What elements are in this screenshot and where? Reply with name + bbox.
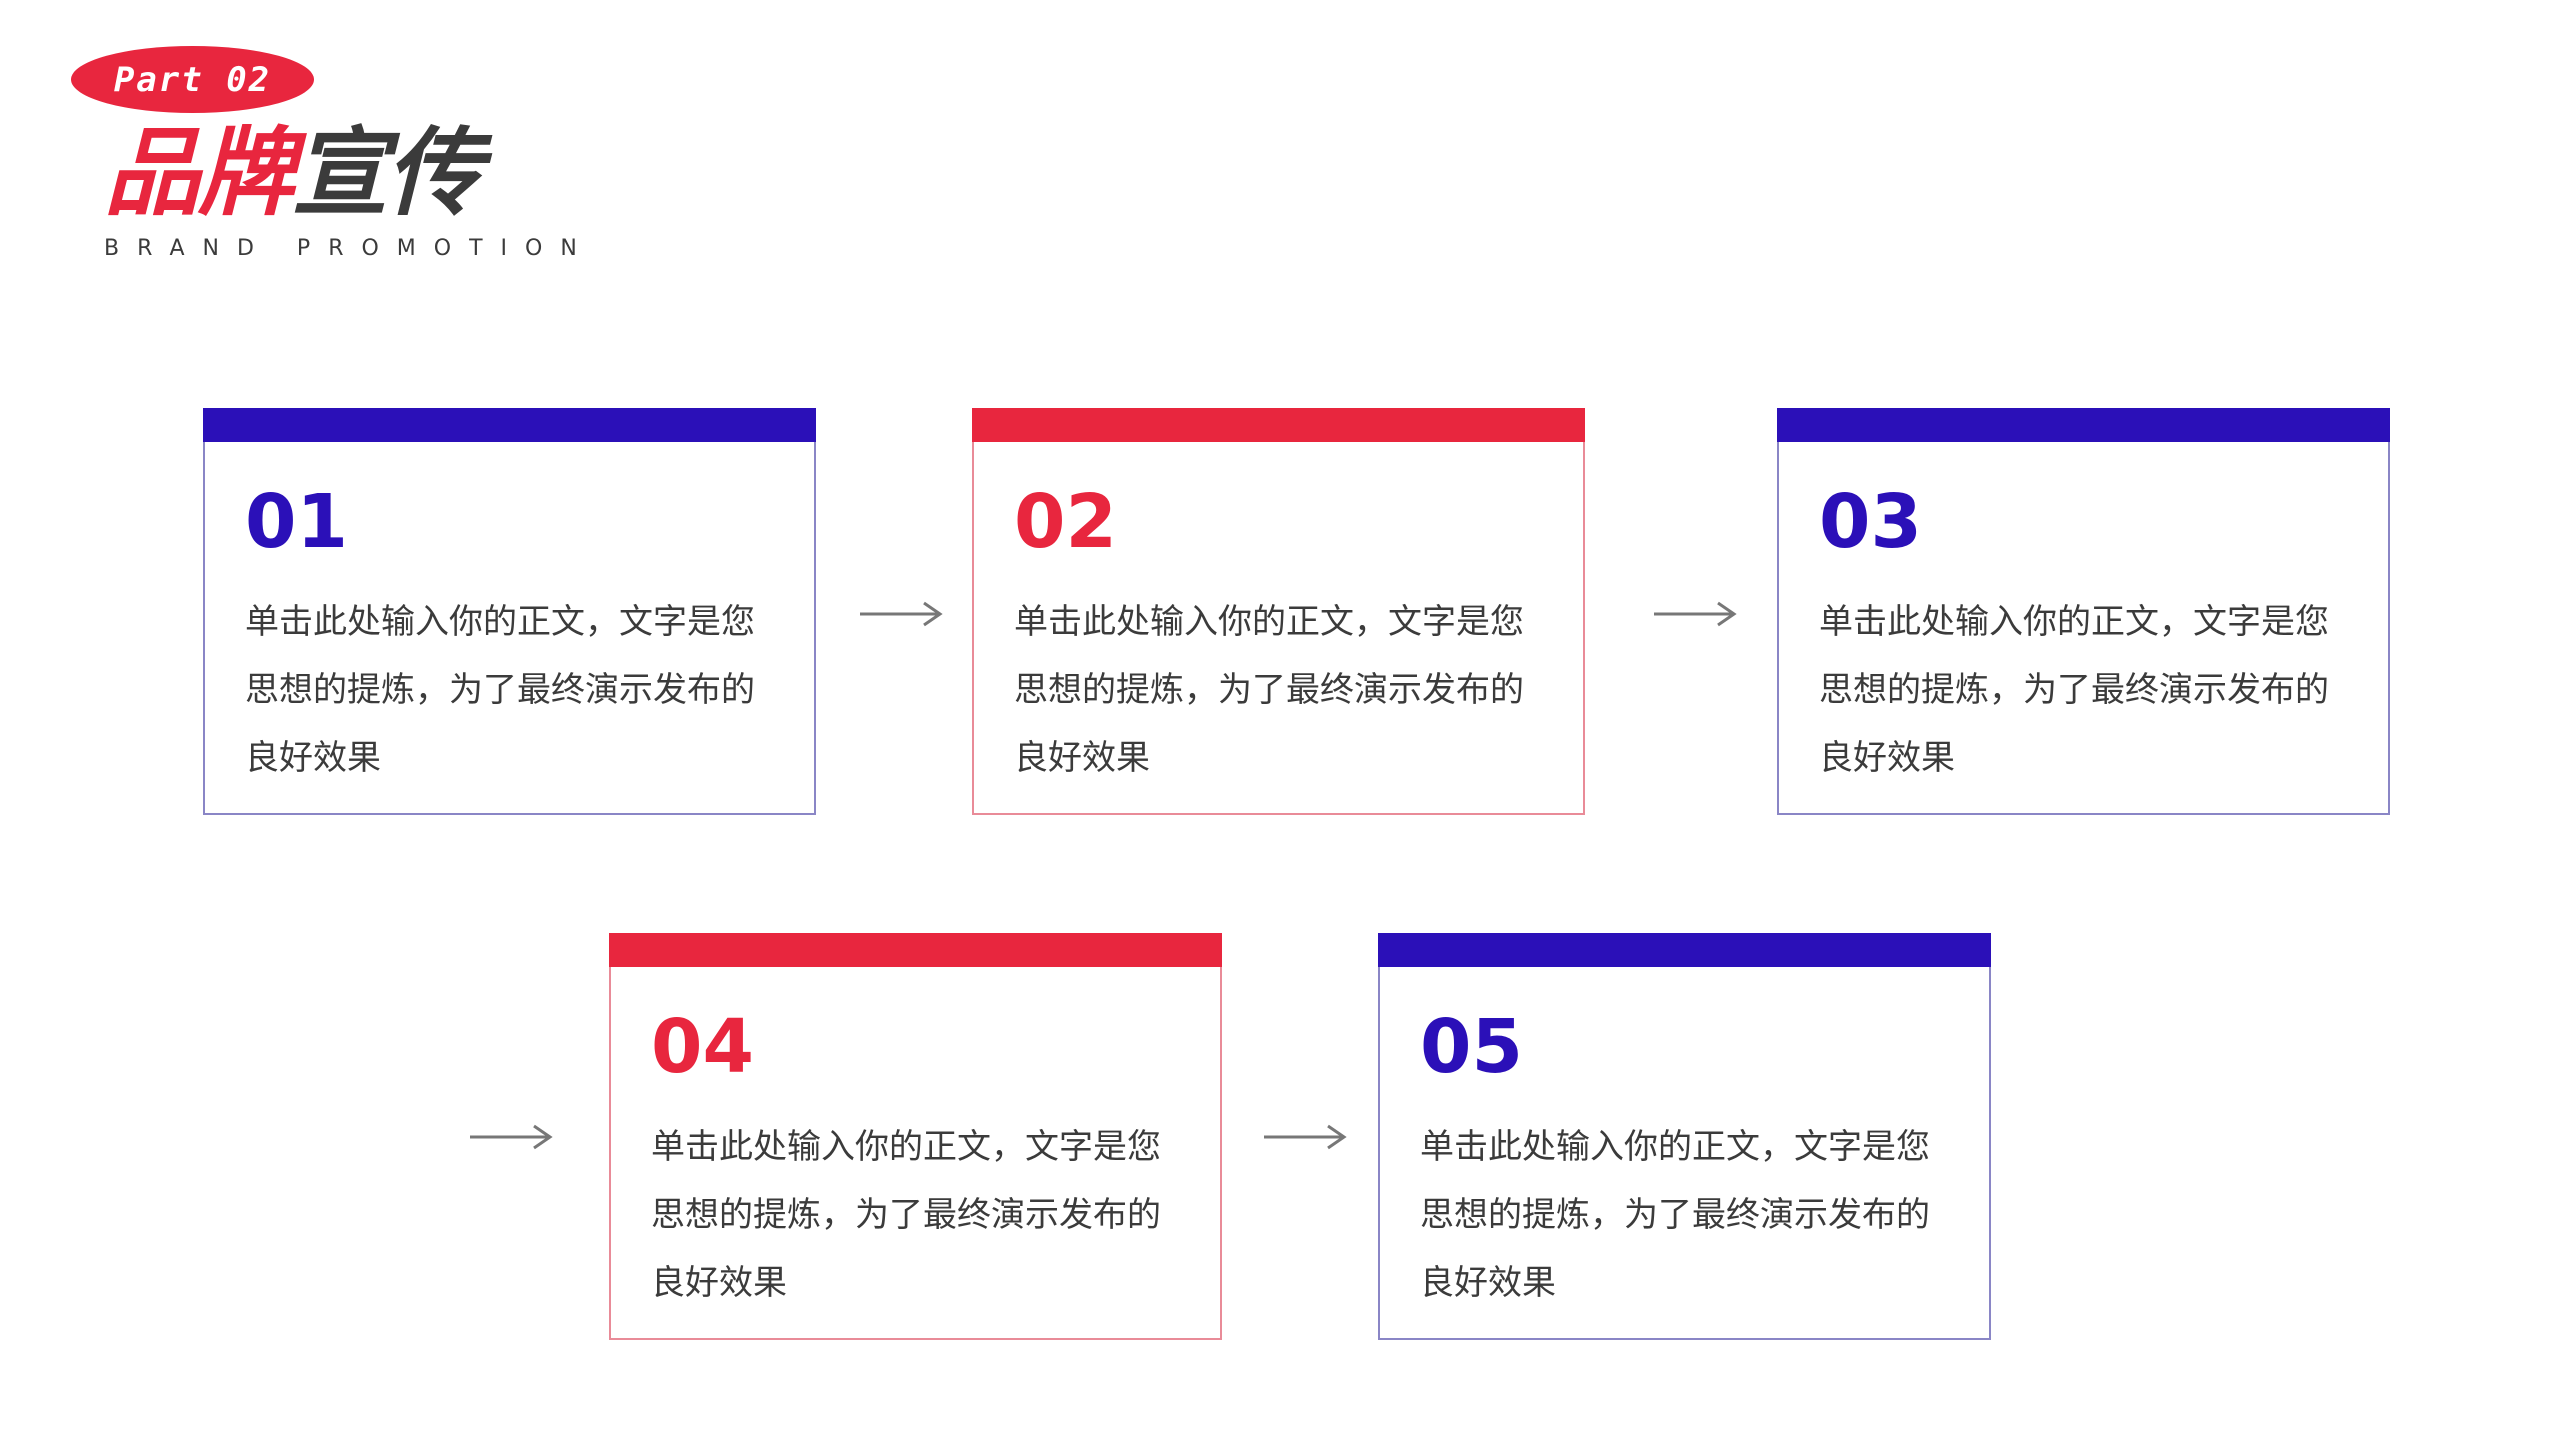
- step-card-05[interactable]: 05 单击此处输入你的正文，文字是您思想的提炼，为了最终演示发布的良好效果: [1378, 933, 1991, 1340]
- title-dark-part: 宣传: [292, 117, 482, 229]
- step-card-02[interactable]: 02 单击此处输入你的正文，文字是您思想的提炼，为了最终演示发布的良好效果: [972, 408, 1585, 815]
- card-number: 01: [245, 479, 348, 565]
- card-number: 05: [1420, 1004, 1523, 1090]
- card-text: 单击此处输入你的正文，文字是您思想的提炼，为了最终演示发布的良好效果: [1819, 602, 2329, 778]
- step-card-03[interactable]: 03 单击此处输入你的正文，文字是您思想的提炼，为了最终演示发布的良好效果: [1777, 408, 2390, 815]
- arrow-right-icon: [1264, 1124, 1347, 1150]
- arrow-right-icon: [1654, 601, 1737, 627]
- title-red-part: 品牌: [104, 117, 294, 229]
- part-badge: Part 02: [71, 46, 314, 113]
- step-card-04[interactable]: 04 单击此处输入你的正文，文字是您思想的提炼，为了最终演示发布的良好效果: [609, 933, 1222, 1340]
- card-text: 单击此处输入你的正文，文字是您思想的提炼，为了最终演示发布的良好效果: [651, 1127, 1161, 1303]
- card-number: 03: [1819, 479, 1922, 565]
- card-accent-bar: [1777, 408, 2390, 442]
- card-text: 单击此处输入你的正文，文字是您思想的提炼，为了最终演示发布的良好效果: [245, 602, 755, 778]
- card-text: 单击此处输入你的正文，文字是您思想的提炼，为了最终演示发布的良好效果: [1420, 1127, 1930, 1303]
- card-number: 04: [651, 1004, 754, 1090]
- page-subtitle: BRAND PROMOTION: [104, 236, 595, 261]
- card-accent-bar: [609, 933, 1222, 967]
- card-text: 单击此处输入你的正文，文字是您思想的提炼，为了最终演示发布的良好效果: [1014, 602, 1524, 778]
- card-number: 02: [1014, 479, 1117, 565]
- page-title: 品牌宣传: [104, 117, 482, 229]
- card-accent-bar: [972, 408, 1585, 442]
- card-accent-bar: [1378, 933, 1991, 967]
- arrow-right-icon: [470, 1124, 553, 1150]
- step-card-01[interactable]: 01 单击此处输入你的正文，文字是您思想的提炼，为了最终演示发布的良好效果: [203, 408, 816, 815]
- arrow-right-icon: [860, 601, 943, 627]
- card-accent-bar: [203, 408, 816, 442]
